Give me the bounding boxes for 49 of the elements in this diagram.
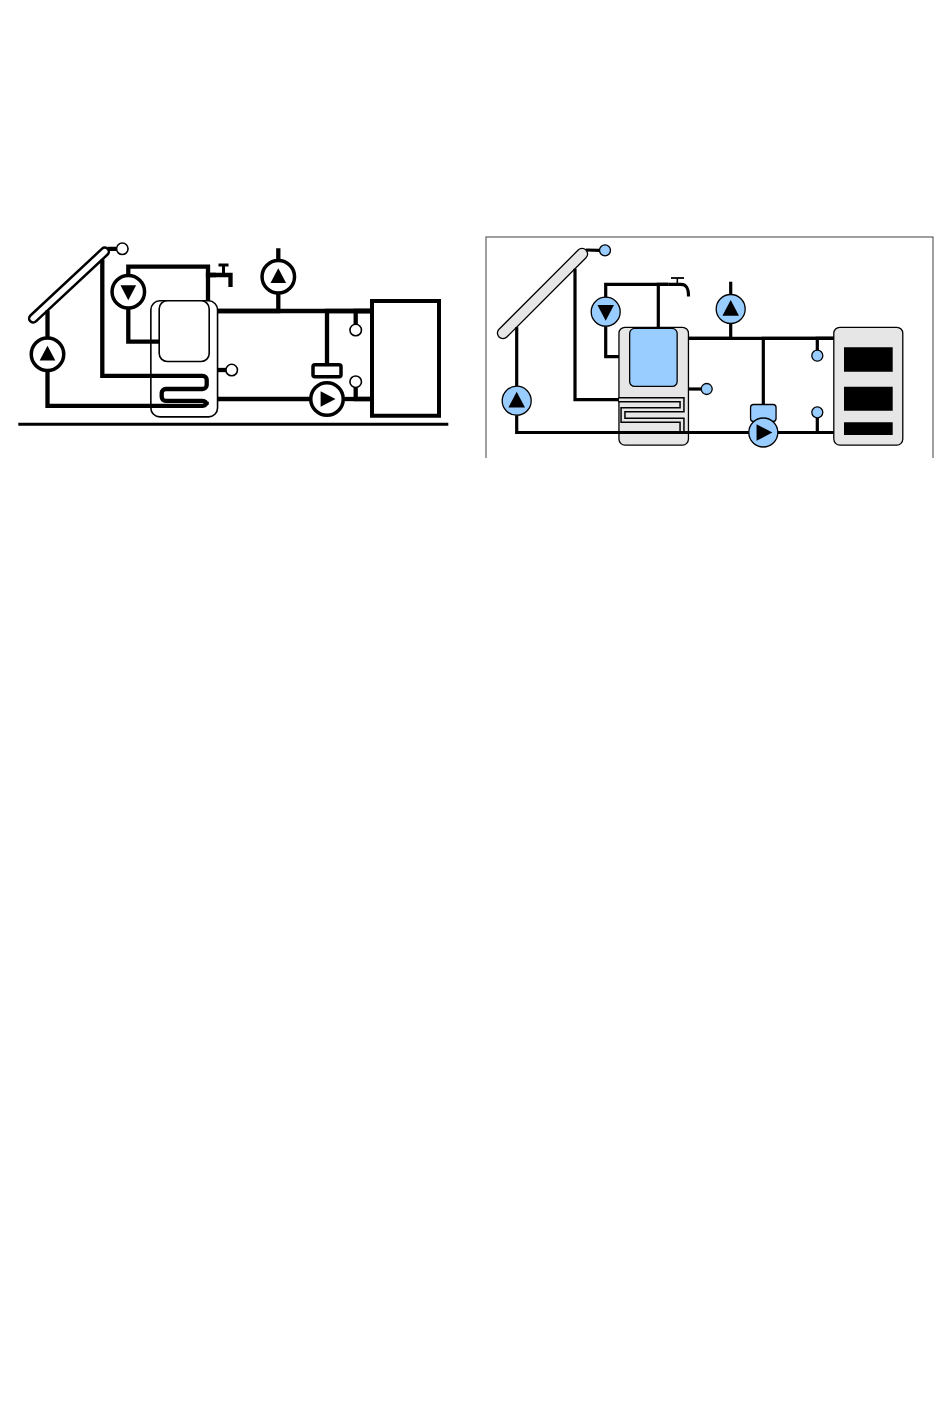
pipe: [585, 248, 600, 252]
pipe: [688, 387, 702, 391]
pipe: [217, 292, 281, 314]
pump-symbol: [715, 293, 746, 325]
pipe: [45, 310, 50, 338]
sensor-symbol: [225, 363, 239, 377]
water-tap: [668, 277, 691, 297]
pipe: [573, 268, 619, 402]
water-tap: [216, 263, 233, 287]
pipe: [656, 282, 669, 329]
pipe: [688, 430, 749, 435]
valve-box: [311, 363, 343, 379]
pipe: [604, 326, 619, 359]
pump-symbol: [309, 381, 345, 417]
pipe: [205, 272, 216, 301]
pipe: [515, 415, 619, 435]
pump-symbol: [501, 385, 532, 416]
sensor-symbol: [700, 382, 713, 396]
pipe: [815, 417, 834, 435]
pipe: [217, 396, 311, 402]
pipe: [515, 327, 519, 387]
sensor-symbol: [811, 406, 824, 419]
pump-symbol: [260, 258, 297, 295]
pipe: [217, 367, 226, 373]
sensor-symbol: [598, 244, 612, 257]
pipe: [688, 323, 733, 340]
sensor-symbol: [115, 242, 129, 256]
pipe: [815, 336, 834, 351]
pipe: [100, 259, 151, 378]
pipe: [107, 246, 117, 251]
boiler: [370, 299, 441, 418]
pump-symbol: [110, 273, 147, 310]
inner-tank: [158, 300, 210, 363]
pipe: [126, 307, 160, 344]
pipe: [353, 308, 372, 325]
pipe: [45, 370, 151, 408]
pipe: [276, 248, 281, 261]
solar-collector: [496, 247, 589, 340]
sensor-symbol: [811, 349, 824, 362]
pipe: [729, 281, 733, 295]
sensor-symbol: [349, 375, 363, 389]
solar-collector: [27, 246, 111, 324]
sensor-symbol: [349, 323, 363, 337]
pump-symbol: [590, 296, 621, 327]
pipe: [353, 387, 372, 402]
panel-frame: [485, 236, 934, 459]
inner-tank: [629, 327, 678, 388]
pump-symbol: [748, 417, 779, 448]
pump-symbol: [29, 336, 66, 373]
